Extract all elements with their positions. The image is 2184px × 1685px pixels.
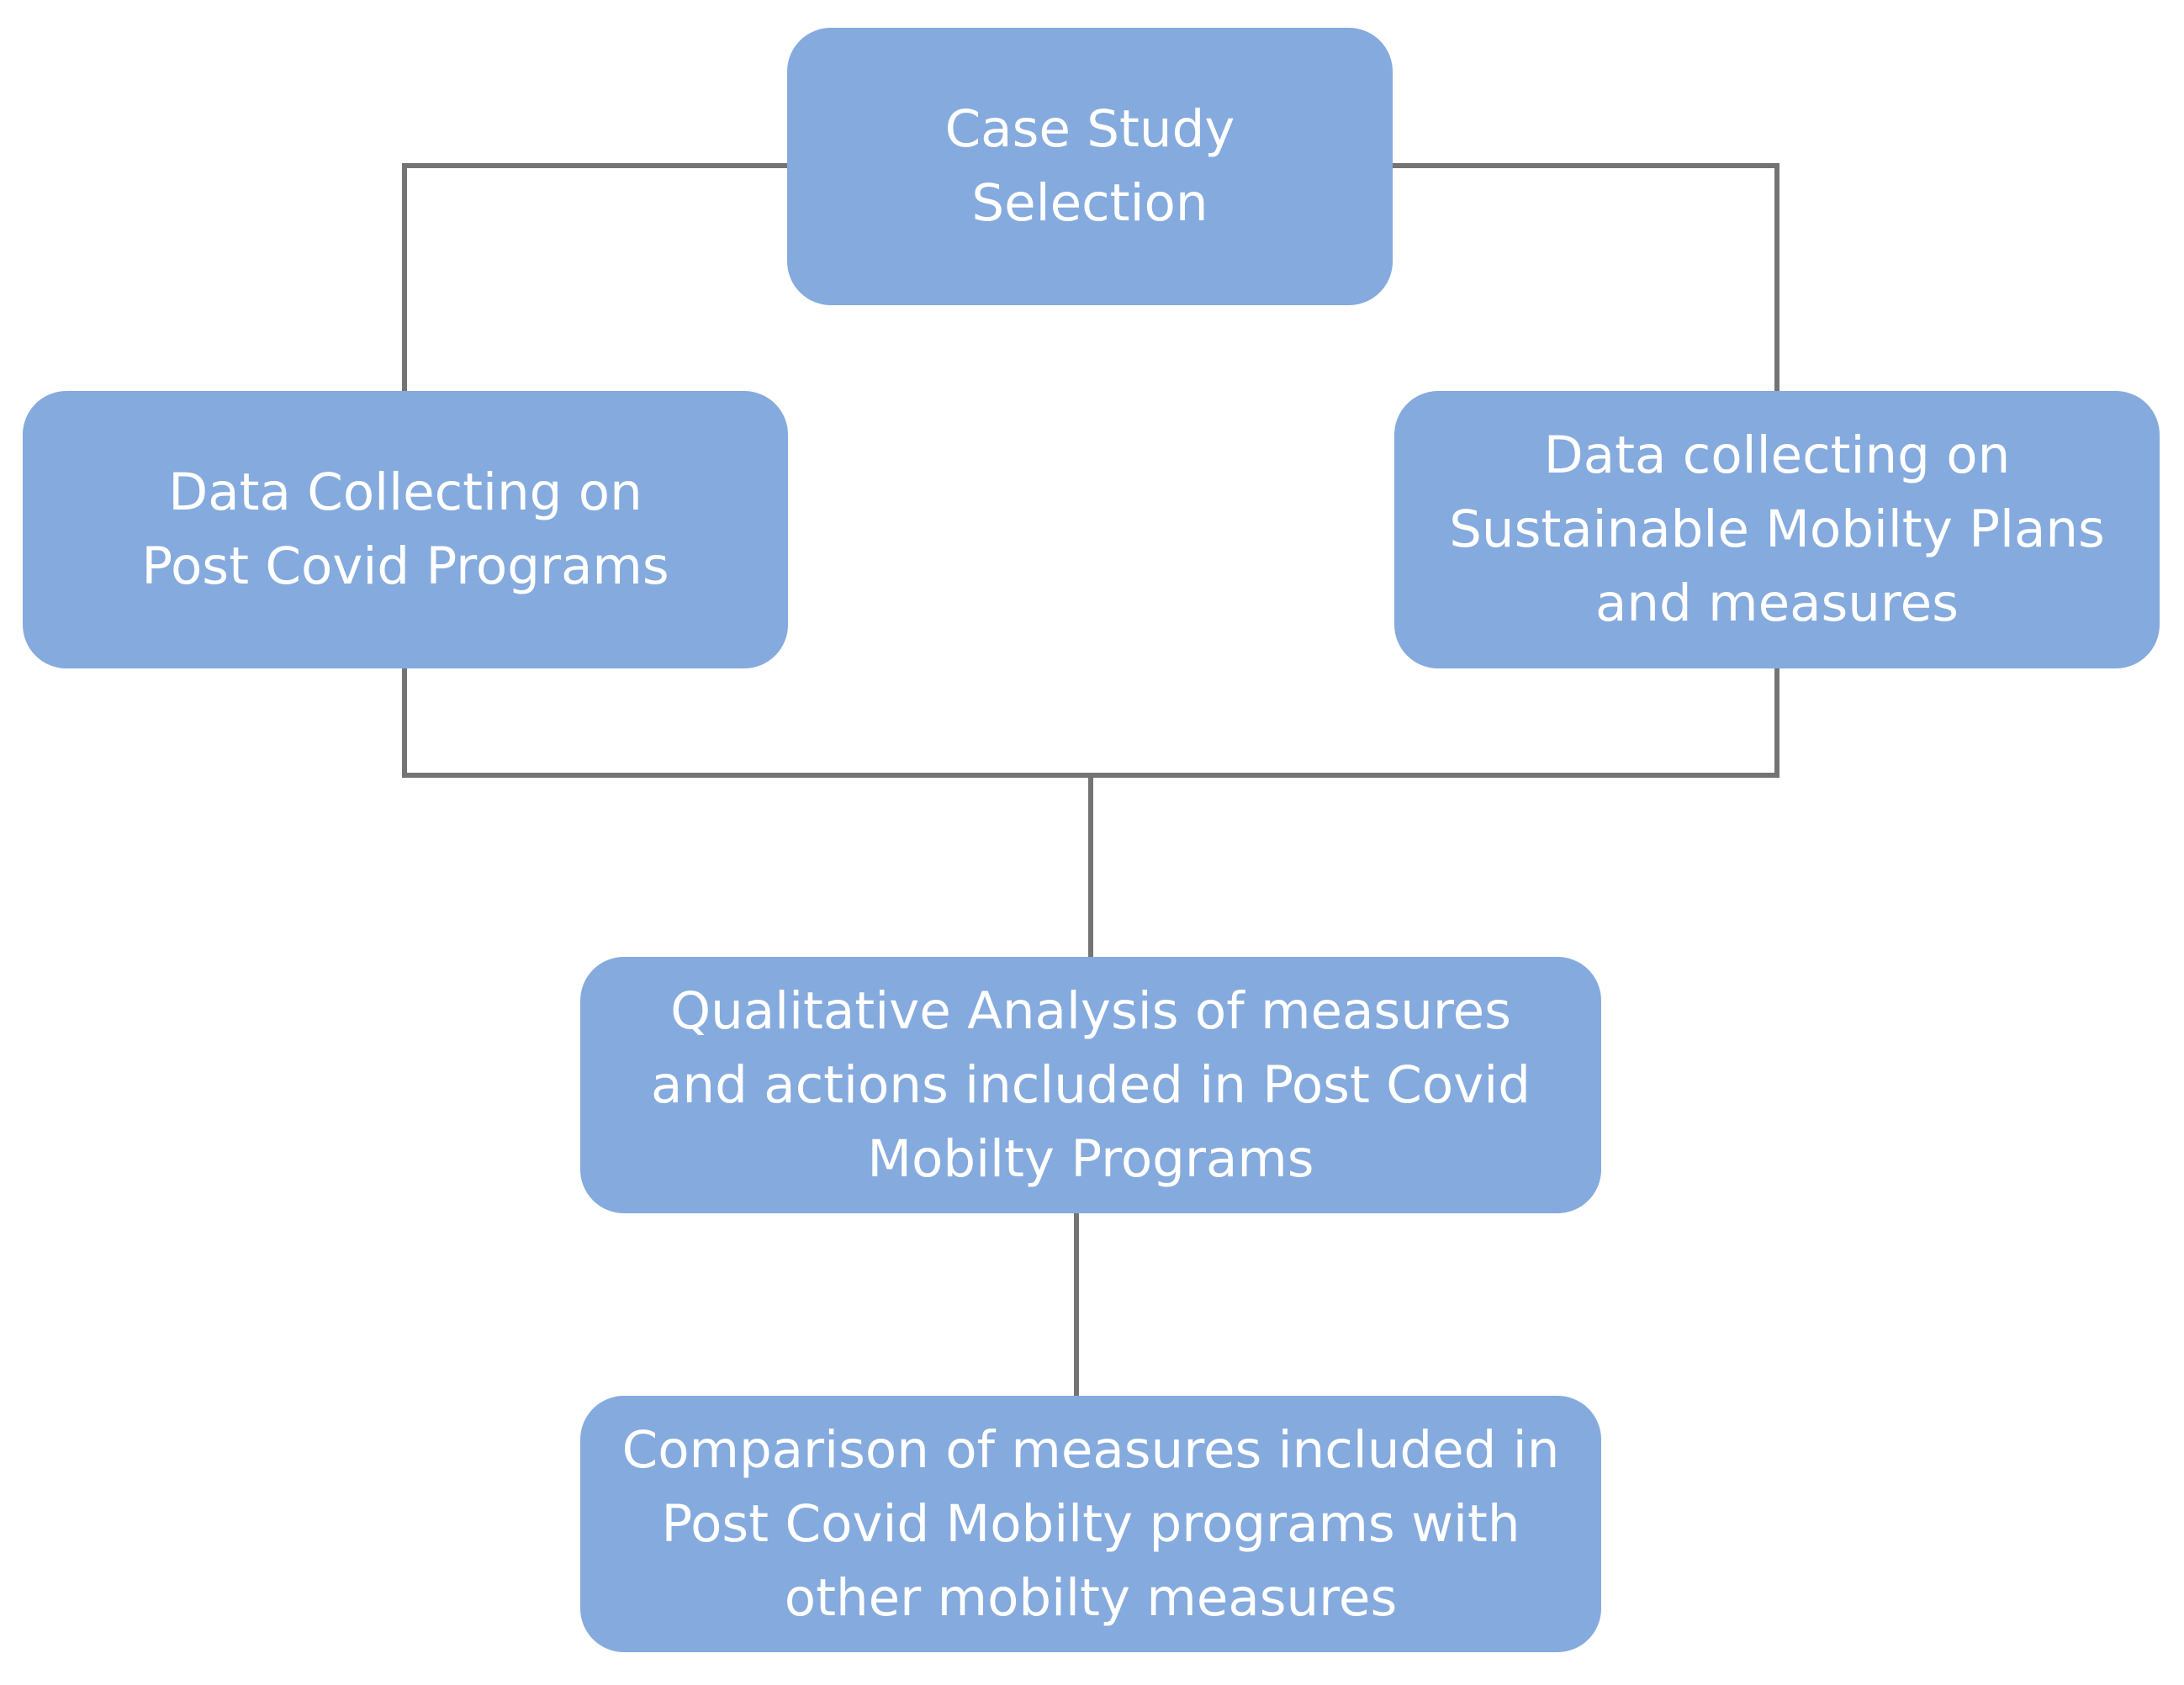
case-study-selection-label: Case Study Selection — [945, 92, 1235, 240]
qualitative-analysis-label: Qualitative Analysis of measures and act… — [651, 975, 1531, 1196]
text-line: and measures — [1595, 573, 1959, 633]
connector-data-merge — [402, 668, 1779, 778]
text-line: Case Study — [944, 99, 1235, 159]
text-line: Data Collecting on — [168, 462, 643, 522]
comparison-box: Comparison of measures included in Post … — [580, 1396, 1601, 1652]
text-line: and actions included in Post Covid — [651, 1054, 1531, 1115]
sump-data-collection-label: Data collecting on Sustainable Mobilty P… — [1449, 419, 2105, 641]
text-line: Post Covid Programs — [141, 536, 669, 596]
text-line: Mobilty Programs — [867, 1128, 1314, 1189]
post-covid-data-collection-label: Data Collecting on Post Covid Programs — [141, 456, 669, 604]
text-line: Comparison of measures included in — [621, 1419, 1560, 1480]
text-line: other mobilty measures — [784, 1567, 1398, 1628]
connector-case-to-post-covid — [402, 163, 787, 391]
text-line: Post Covid Mobilty programs with — [661, 1493, 1520, 1554]
post-covid-data-collection-box: Data Collecting on Post Covid Programs — [23, 391, 788, 668]
text-line: Sustainable Mobilty Plans — [1449, 499, 2105, 559]
text-line: Data collecting on — [1543, 425, 2011, 485]
connector-case-to-sump — [1393, 163, 1779, 391]
comparison-label: Comparison of measures included in Post … — [622, 1413, 1560, 1635]
qualitative-analysis-box: Qualitative Analysis of measures and act… — [580, 957, 1601, 1213]
text-line: Selection — [971, 173, 1208, 233]
sump-data-collection-box: Data collecting on Sustainable Mobilty P… — [1394, 391, 2160, 668]
text-line: Qualitative Analysis of measures — [670, 980, 1511, 1041]
case-study-selection-box: Case Study Selection — [787, 28, 1393, 305]
